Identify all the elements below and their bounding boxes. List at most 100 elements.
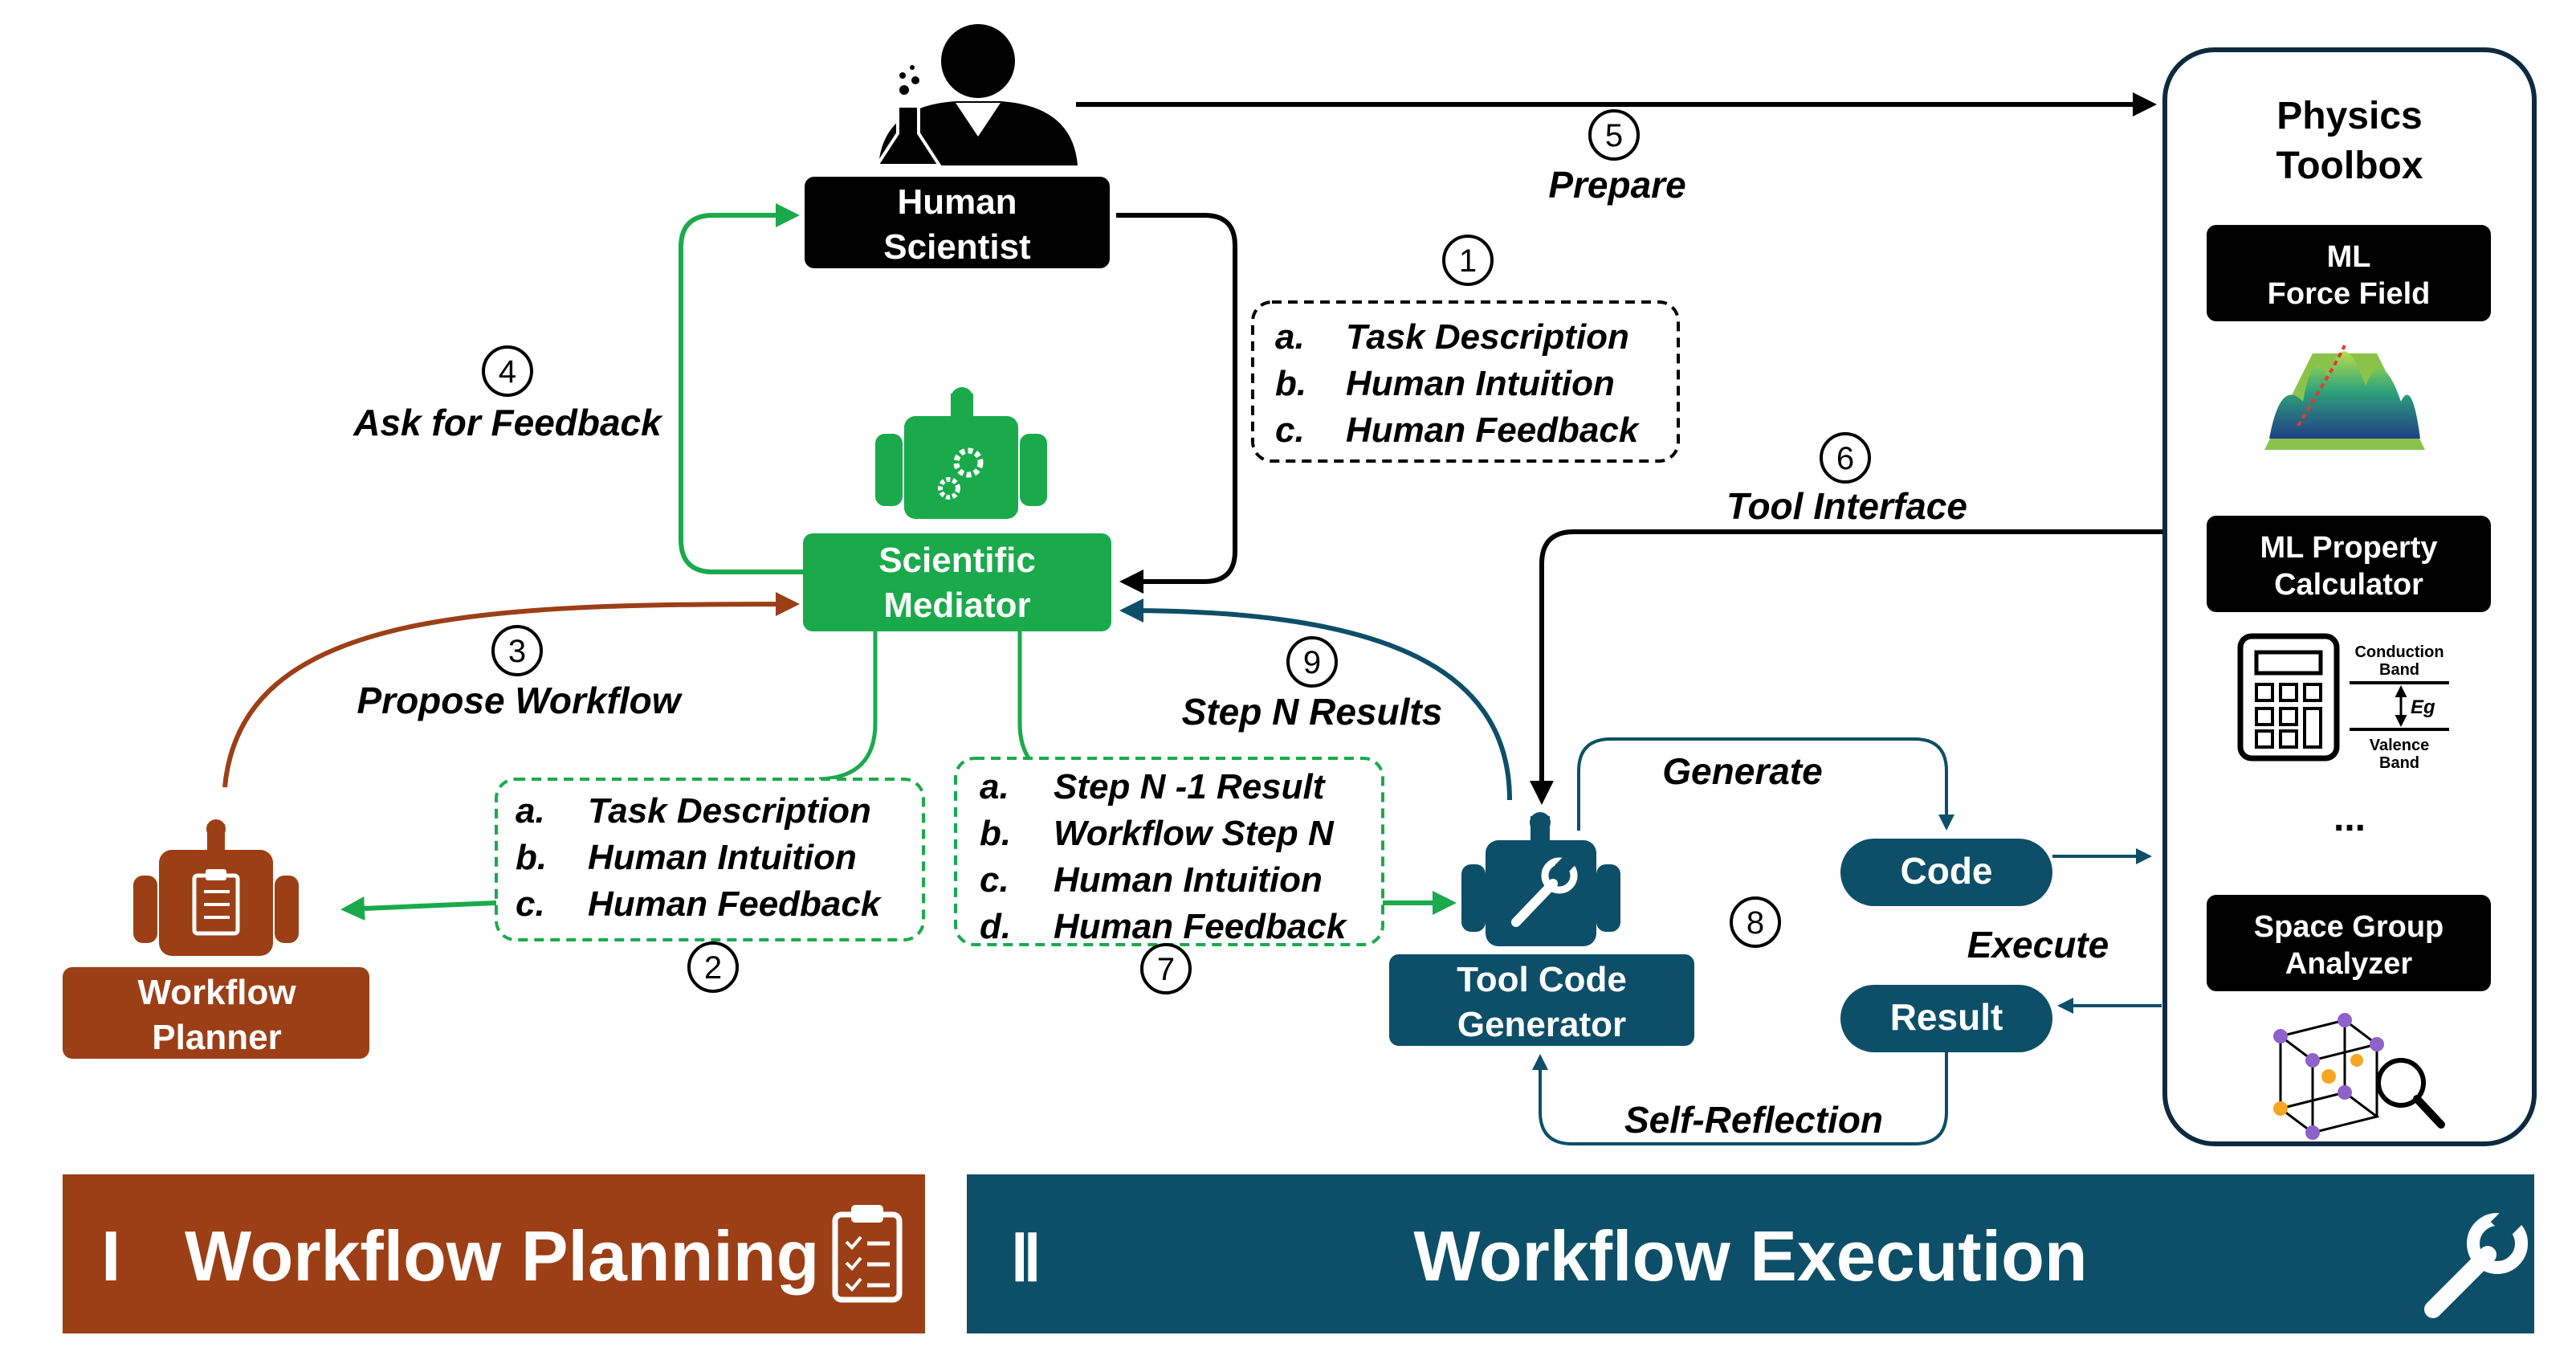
ask-feedback-arrow	[679, 203, 803, 574]
list-item: Human Feedback	[588, 884, 882, 924]
banner-title: Workflow Planning	[185, 1216, 819, 1296]
step-number-text: 1	[1459, 243, 1477, 279]
tool-space-group-analyzer	[2207, 895, 2491, 991]
wrench-icon	[2424, 1204, 2528, 1318]
tool-ml-property-calculator	[2207, 516, 2491, 612]
step-number-text: 4	[499, 354, 516, 390]
conduction-band-label: Conduction	[2354, 643, 2444, 661]
list-item: Human Feedback	[1346, 410, 1641, 450]
list-item: Human Intuition	[588, 838, 857, 877]
step-number-text: 6	[1836, 441, 1854, 476]
workflow-planner-label: Planner	[152, 1018, 281, 1057]
step-number-text: 7	[1157, 952, 1175, 987]
tool-label: Space Group	[2254, 910, 2444, 944]
tool-label: Force Field	[2268, 277, 2431, 311]
tool-interface-arrow	[1530, 529, 2165, 805]
tool-code-generator-label: Tool Code	[1457, 960, 1627, 999]
human-scientist-label: Human	[897, 182, 1017, 222]
toolbox-title: Physics	[2276, 95, 2422, 137]
crystal-lattice-icon	[2273, 1013, 2445, 1140]
list-marker: a.	[1275, 317, 1305, 357]
tool-label: ML Property	[2260, 531, 2437, 565]
tool-interface-label: Tool Interface	[1726, 485, 1967, 527]
list-marker: c.	[1275, 410, 1305, 450]
code-label: Code	[1901, 850, 1993, 892]
list-item: Task Description	[588, 791, 871, 831]
workflow-planner-label: Workflow	[137, 973, 296, 1012]
step-number-5	[1588, 109, 1640, 161]
toolbox-title: Toolbox	[2276, 145, 2423, 187]
band-gap-diagram: Conduction Band Eg Valence Band	[2350, 643, 2449, 772]
step-number-text: 9	[1303, 645, 1321, 680]
step-number-1	[1442, 235, 1494, 286]
robot-clipboard-icon	[133, 819, 299, 956]
list-item: Workflow Step N	[1054, 814, 1335, 853]
tool-label: ML	[2327, 240, 2371, 274]
result-label: Result	[1890, 996, 2003, 1038]
tool-code-generator-label: Generator	[1457, 1005, 1626, 1044]
input-arrow	[1116, 213, 1237, 594]
propose-workflow-label: Propose Workflow	[357, 680, 683, 721]
list-item: Task Description	[1346, 317, 1629, 357]
list-marker: c.	[980, 860, 1009, 900]
scientific-mediator-label: Mediator	[883, 586, 1030, 625]
inputs-box-2	[495, 778, 925, 941]
step-number-2	[687, 941, 739, 993]
self-reflection-label: Self-Reflection	[1624, 1099, 1883, 1141]
list-marker: a.	[980, 767, 1009, 806]
inputs-box-1	[1251, 300, 1680, 463]
propose-workflow-arrow	[222, 592, 800, 788]
banner-title: Workflow Execution	[1413, 1216, 2087, 1296]
workflow-execution-banner	[967, 1174, 2534, 1333]
list-item: Human Feedback	[1054, 907, 1348, 946]
list-item: Human Intuition	[1346, 364, 1615, 403]
tool-label: Analyzer	[2285, 947, 2413, 981]
step-results-arrow	[1119, 598, 1512, 801]
ask-feedback-label: Ask for Feedback	[353, 402, 663, 443]
list-marker: b.	[516, 838, 547, 877]
clipboard-icon	[832, 1205, 903, 1303]
robot-gear-icon	[875, 387, 1047, 519]
execute-label: Execute	[1967, 924, 2109, 966]
conduction-band-label: Band	[2379, 661, 2419, 679]
calculator-icon	[2237, 633, 2340, 762]
generate-arrow	[1577, 737, 1954, 831]
banner-numeral: I	[101, 1216, 120, 1296]
workflow-planner-node	[63, 967, 369, 1059]
valence-band-label: Valence	[2370, 737, 2430, 754]
planner-input-arrow	[340, 896, 497, 921]
step-number-6	[1820, 432, 1871, 484]
list-marker: a.	[516, 791, 545, 831]
scientific-mediator-label: Scientific	[878, 541, 1036, 580]
robot-wrench-icon	[1461, 812, 1620, 946]
tool-label: Calculator	[2274, 568, 2423, 602]
prepare-label: Prepare	[1548, 164, 1685, 206]
planner-input-link	[818, 631, 878, 782]
step-number-4	[482, 345, 533, 397]
result-node	[1840, 985, 2052, 1052]
workflow-planning-banner	[63, 1174, 925, 1333]
generate-label: Generate	[1662, 750, 1822, 792]
tool-ml-force-field	[2207, 225, 2491, 321]
step-number-text: 5	[1605, 118, 1623, 153]
self-reflection-arrow	[1532, 1051, 1948, 1145]
step-number-7	[1140, 943, 1192, 994]
band-gap-label: Eg	[2411, 696, 2435, 718]
toolbox-ellipsis: ...	[2333, 797, 2366, 839]
scientist-icon	[874, 24, 1078, 167]
tool-code-generator-node	[1389, 954, 1694, 1046]
step-number-8	[1730, 896, 1781, 948]
human-scientist-node	[805, 177, 1110, 268]
banner-numeral: Ⅱ	[1010, 1223, 1041, 1294]
list-item: Step N -1 Result	[1054, 767, 1327, 806]
step-number-9	[1286, 636, 1338, 688]
list-marker: b.	[980, 814, 1011, 853]
step-number-3	[491, 625, 543, 676]
human-scientist-label: Scientist	[883, 227, 1031, 267]
step-number-text: 3	[508, 634, 526, 669]
step-results-label: Step N Results	[1182, 691, 1443, 733]
scientific-mediator-node	[803, 533, 1111, 631]
step-number-text: 8	[1747, 905, 1764, 941]
code-node	[1840, 839, 2052, 906]
